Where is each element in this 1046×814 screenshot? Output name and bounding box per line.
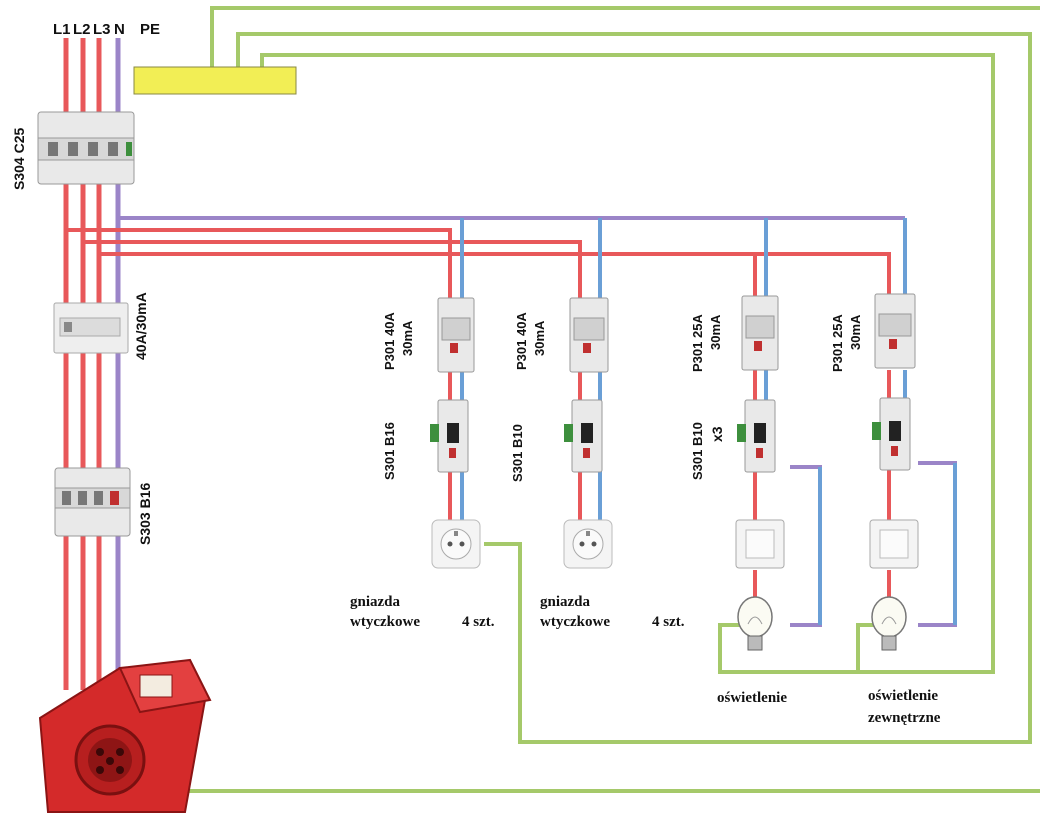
rcd-devices: [437, 293, 916, 373]
mcb-devices: [430, 397, 911, 473]
wall-socket-1-icon: [431, 519, 481, 569]
mcb-4: [872, 397, 911, 471]
c1-load-line2: wtyczkowe: [350, 614, 420, 630]
label-pe: PE: [140, 21, 160, 38]
label-l1: L1: [53, 21, 71, 38]
mcb-3: [737, 399, 776, 473]
rcd-1: [437, 297, 475, 373]
c1-mcb-label: S301 B16: [382, 422, 397, 480]
c3-mcb-label: S301 B10: [690, 422, 705, 480]
light-switch-1-icon: [735, 519, 785, 569]
circuit-wires: [448, 370, 957, 627]
light-bulb-1-icon: [737, 596, 773, 651]
c2-load-qty: 4 szt.: [652, 614, 685, 630]
label-l3: L3: [93, 21, 111, 38]
c2-load-line1: gniazda: [540, 594, 591, 610]
c3-load-line1: oświetlenie: [717, 690, 787, 706]
label-n: N: [114, 21, 125, 38]
c3-rcd-sens-label: 30mA: [708, 314, 723, 350]
mcb-2: [564, 399, 603, 473]
rcd-3: [741, 295, 779, 371]
pe-busbar: [133, 66, 297, 95]
main-breaker-label: S304 C25: [11, 128, 27, 190]
c1-load-qty: 4 szt.: [462, 614, 495, 630]
main-breaker-s304: [37, 111, 135, 185]
c3-mcb-qty-label: x3: [709, 426, 725, 442]
c2-load-line2: wtyczkowe: [540, 614, 610, 630]
neutral-drops: [460, 218, 907, 300]
c2-rcd-sens-label: 30mA: [532, 320, 547, 356]
three-phase-breaker-s303: [54, 467, 131, 537]
c4-load-line1: oświetlenie: [868, 688, 938, 704]
c4-load-line2: zewnętrzne: [868, 710, 941, 726]
main-rcd: [53, 302, 129, 354]
main-rcd-label: 40A/30mA: [133, 292, 149, 360]
feeder-lines: [66, 216, 905, 300]
c2-mcb-label: S301 B10: [510, 424, 525, 482]
c4-rcd-label: P301 25A: [830, 314, 845, 372]
light-switch-2-icon: [869, 519, 919, 569]
rcd-4: [874, 293, 916, 369]
c1-rcd-sens-label: 30mA: [400, 320, 415, 356]
c1-rcd-label: P301 40A: [382, 312, 397, 370]
industrial-socket-icon: [38, 658, 212, 813]
mcb-1: [430, 399, 469, 473]
c4-rcd-sens-label: 30mA: [848, 314, 863, 350]
wall-socket-2-icon: [563, 519, 613, 569]
c1-load-line1: gniazda: [350, 594, 401, 610]
label-l2: L2: [73, 21, 91, 38]
rcd-2: [569, 297, 609, 373]
c2-rcd-label: P301 40A: [514, 312, 529, 370]
c3-rcd-label: P301 25A: [690, 314, 705, 372]
light-bulb-2-icon: [871, 596, 907, 651]
three-phase-breaker-label: S303 B16: [137, 483, 153, 545]
supply-labels: L1 L2 L3 N PE: [53, 21, 160, 38]
